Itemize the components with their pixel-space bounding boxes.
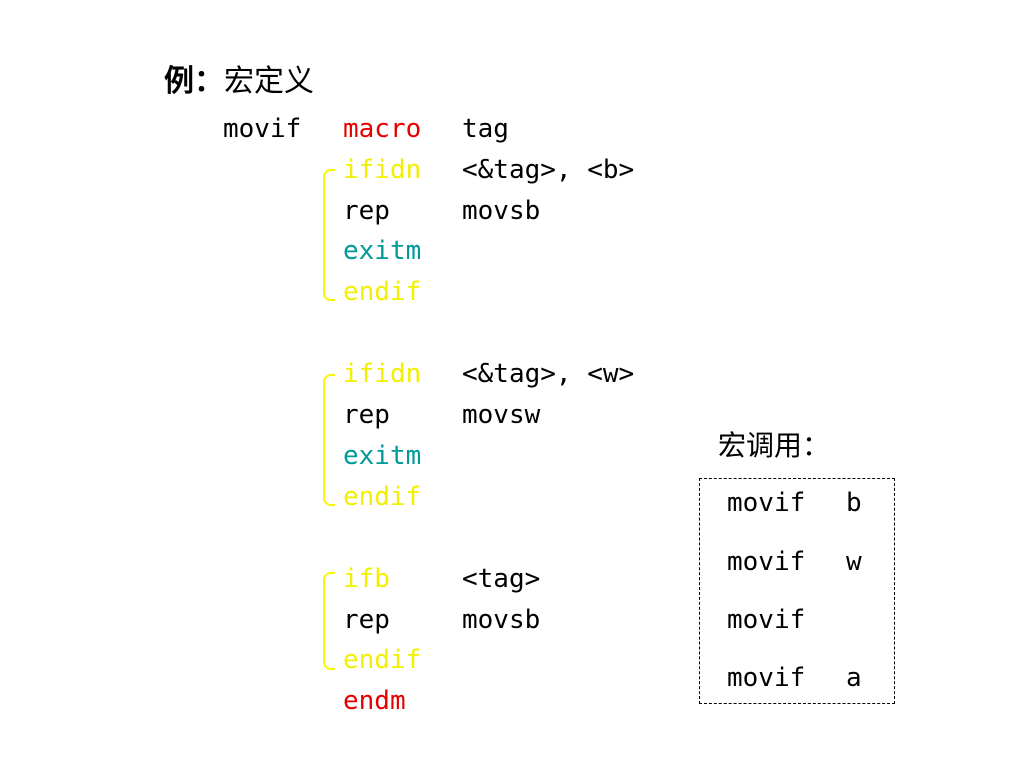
slide-heading: 例：宏定义 xyxy=(164,56,314,100)
call-name: movif xyxy=(727,663,806,693)
directive-arg: <tag> xyxy=(462,564,541,594)
directive-arg: <&tag>, <b> xyxy=(462,155,635,185)
macro-name: movif xyxy=(223,114,302,144)
macro-call-box xyxy=(699,478,895,704)
example-label: 例： xyxy=(164,64,224,99)
directive-endif: endif xyxy=(343,482,422,512)
directive-ifidn: ifidn xyxy=(343,359,422,389)
block-3-bracket xyxy=(323,572,335,670)
block-1-bracket xyxy=(323,169,335,301)
call-arg: b xyxy=(846,488,862,518)
instruction-rep: rep xyxy=(343,605,390,635)
directive-endif: endif xyxy=(343,645,422,675)
macro-keyword: macro xyxy=(343,114,422,144)
call-name: movif xyxy=(727,547,806,577)
endm-keyword: endm xyxy=(343,686,406,716)
directive-endif: endif xyxy=(343,277,422,307)
macro-call-title: 宏调用： xyxy=(718,429,831,462)
directive-ifb: ifb xyxy=(343,564,390,594)
call-arg: a xyxy=(846,663,862,693)
directive-ifidn: ifidn xyxy=(343,155,422,185)
instruction-arg: movsb xyxy=(462,605,541,635)
instruction-arg: movsw xyxy=(462,400,541,430)
directive-exitm: exitm xyxy=(343,236,422,266)
block-2-bracket xyxy=(323,374,335,506)
directive-exitm: exitm xyxy=(343,441,422,471)
call-name: movif xyxy=(727,605,806,635)
call-name: movif xyxy=(727,488,806,518)
instruction-rep: rep xyxy=(343,196,390,226)
instruction-rep: rep xyxy=(343,400,390,430)
macro-param: tag xyxy=(462,114,509,144)
directive-arg: <&tag>, <w> xyxy=(462,359,635,389)
call-arg: w xyxy=(846,547,862,577)
slide-title: 宏定义 xyxy=(224,64,314,99)
instruction-arg: movsb xyxy=(462,196,541,226)
